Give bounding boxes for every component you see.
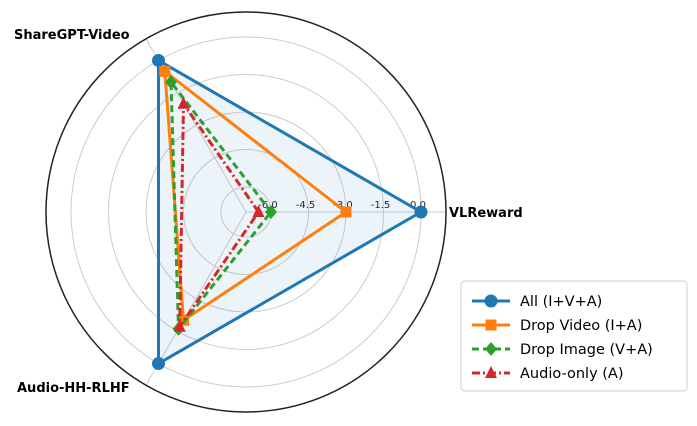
point-all-i-v-a-audio-hh-rlhf bbox=[152, 357, 165, 371]
point-drop-image-v-a-vlreward bbox=[265, 205, 277, 219]
legend-label-drop-video: Drop Video (I+A) bbox=[520, 318, 642, 334]
spoke-audio-hh-rlhf bbox=[145, 211, 247, 386]
legend-marker-audio-only-a bbox=[485, 366, 497, 378]
point-audio-only-a-vlreward bbox=[252, 205, 265, 217]
tick-label-4: 0.0 bbox=[410, 200, 426, 211]
point-drop-image-v-a-sharegpt-video bbox=[165, 75, 177, 90]
point-all-i-v-a-vlreward bbox=[414, 205, 428, 219]
series-layer bbox=[152, 53, 428, 371]
axis-label-sharegpt-video: ShareGPT-Video bbox=[14, 28, 130, 43]
point-drop-video-i-a-sharegpt-video bbox=[159, 65, 171, 77]
series-line-all-i-v-a bbox=[157, 58, 423, 366]
legend-label-audio-only: Audio-only (A) bbox=[520, 366, 624, 382]
series-line-audio-only-a bbox=[178, 102, 260, 329]
legend-entries bbox=[472, 294, 510, 378]
legend-label-all: All (I+V+A) bbox=[520, 294, 602, 310]
tick-label-3: -1.5 bbox=[371, 200, 391, 211]
point-audio-only-a-sharegpt-video bbox=[177, 96, 190, 109]
outer-frame bbox=[45, 11, 447, 413]
point-all-i-v-a-sharegpt-video bbox=[152, 53, 165, 67]
legend-marker-all-i-v-a bbox=[484, 294, 498, 308]
point-drop-video-i-a-vlreward bbox=[340, 206, 352, 218]
radial-tick-labels: -6.0 -4.5 -3.0 -1.5 0.0 bbox=[258, 200, 426, 211]
tick-label-0: -6.0 bbox=[258, 200, 278, 211]
series-all-i-v-a bbox=[152, 53, 428, 371]
tick-label-1: -4.5 bbox=[296, 200, 316, 211]
series-audio-only-a bbox=[173, 96, 265, 332]
legend-marker-drop-image-v-a bbox=[485, 342, 497, 356]
legend: All (I+V+A) Drop Video (I+A) Drop Image … bbox=[460, 280, 688, 392]
tick-label-2: -3.0 bbox=[333, 200, 353, 211]
point-audio-only-a-audio-hh-rlhf bbox=[173, 319, 186, 332]
legend-label-drop-image: Drop Image (V+A) bbox=[520, 342, 653, 358]
axis-label-vlreward: VLReward bbox=[449, 206, 523, 221]
axis-label-audio-hh-rlhf: Audio-HH-RLHF bbox=[17, 381, 130, 396]
legend-marker-drop-video-i-a bbox=[485, 319, 497, 331]
legend-frame bbox=[460, 280, 688, 392]
series-line-drop-image-v-a bbox=[169, 80, 273, 331]
series-fill-all-i-v-a bbox=[158, 60, 421, 364]
